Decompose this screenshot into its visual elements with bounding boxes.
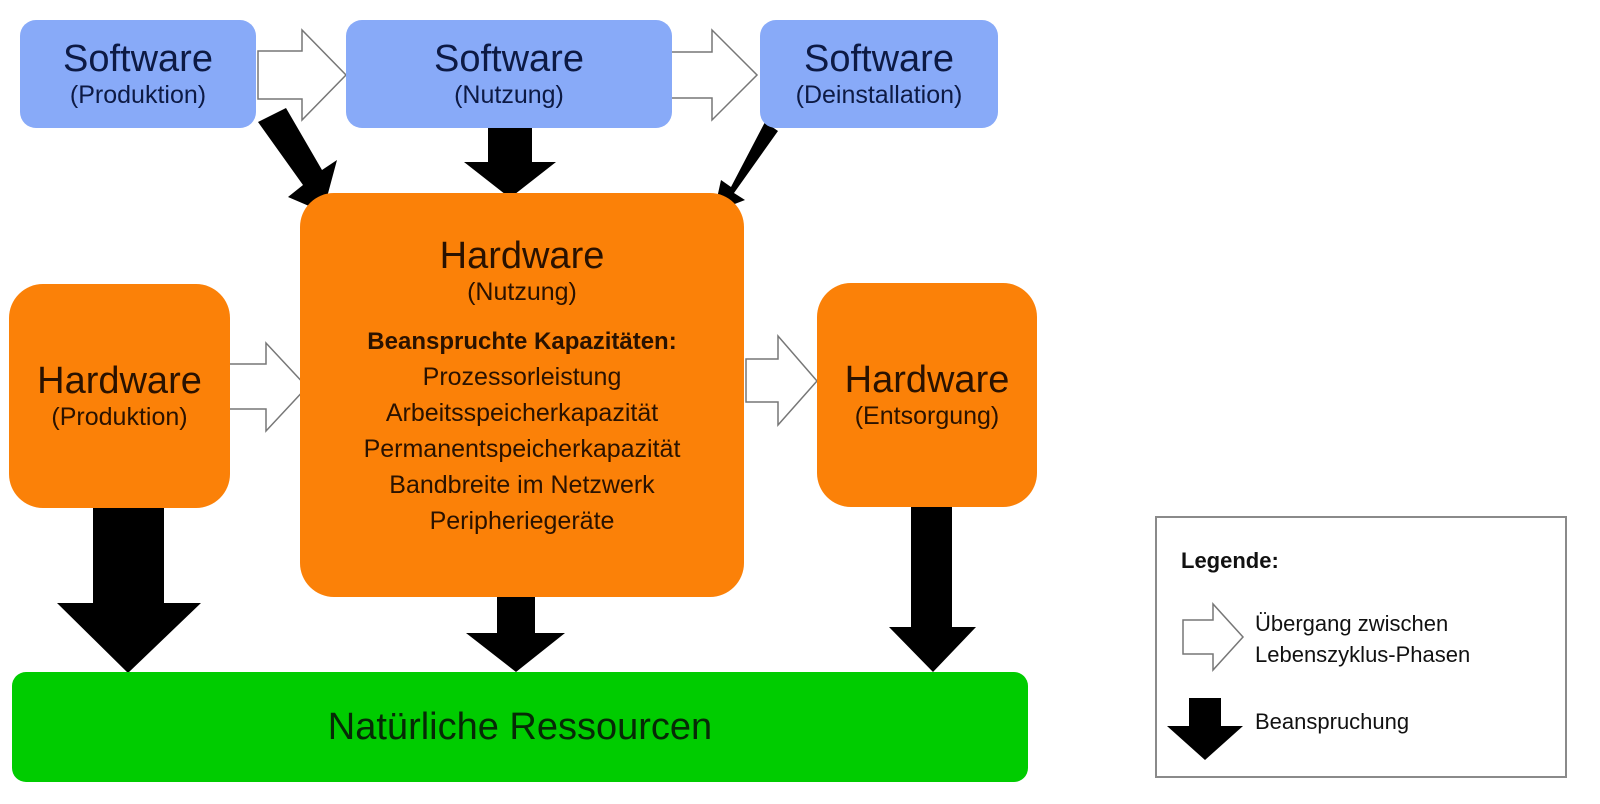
hardware-production-box: Hardware (Produktion)	[9, 284, 230, 508]
legend-transition-label: Übergang zwischen Lebenszyklus-Phasen	[1255, 608, 1470, 670]
legend-box: Legende: Übergang zwischen Lebenszyklus-…	[1155, 516, 1567, 778]
capacity-item: Arbeitsspeicherkapazität	[385, 399, 659, 427]
software-uninstall-phase: (Deinstallation)	[795, 81, 963, 109]
stress-arrow-sw-uninstall-to-hw-use	[714, 122, 778, 212]
stress-arrow-hw-disposal-to-resources	[889, 505, 976, 672]
capacity-item: Peripheriegeräte	[429, 507, 615, 535]
software-production-phase: (Produktion)	[69, 81, 207, 109]
transition-arrow-sw-prod-to-sw-use	[257, 28, 348, 122]
software-production-box: Software (Produktion)	[20, 20, 256, 128]
natural-resources-box: Natürliche Ressourcen	[12, 672, 1028, 782]
stress-arrow-hw-use-to-resources	[466, 597, 565, 672]
stress-arrow-sw-use-to-hw-use	[464, 128, 556, 198]
hardware-production-title: Hardware	[37, 360, 202, 402]
legend-transition-line2: Lebenszyklus-Phasen	[1255, 642, 1471, 667]
hardware-usage-title: Hardware	[439, 235, 605, 277]
software-usage-title: Software	[434, 38, 584, 80]
software-uninstall-title: Software	[804, 38, 954, 80]
natural-resources-label: Natürliche Ressourcen	[327, 705, 713, 748]
transition-arrow-sw-use-to-sw-uninstall	[670, 28, 759, 122]
software-production-title: Software	[63, 38, 213, 80]
hollow-right-arrow-icon	[1182, 602, 1245, 672]
software-usage-box: Software (Nutzung)	[346, 20, 672, 128]
capacity-item: Prozessorleistung	[422, 363, 622, 391]
transition-arrow-hw-use-to-hw-disposal	[745, 333, 818, 427]
stress-arrow-hw-prod-to-resources	[57, 508, 201, 673]
legend-title: Legende:	[1181, 548, 1279, 573]
hardware-usage-phase: (Nutzung)	[467, 278, 577, 306]
stress-arrow-sw-prod-to-hw-use	[258, 108, 337, 212]
solid-down-arrow-icon	[1167, 698, 1243, 760]
transition-arrow-hw-prod-to-hw-use	[228, 341, 309, 433]
software-uninstall-box: Software (Deinstallation)	[760, 20, 998, 128]
legend-transition-line1: Übergang zwischen	[1255, 611, 1449, 636]
hardware-disposal-box: Hardware (Entsorgung)	[817, 283, 1037, 507]
hardware-production-phase: (Produktion)	[51, 403, 188, 431]
legend-stress-label: Beanspruchung	[1255, 709, 1410, 734]
hardware-usage-box: Hardware (Nutzung) Beanspruchte Kapazitä…	[300, 193, 744, 597]
capacity-item: Permanentspeicherkapazität	[363, 435, 681, 463]
hardware-disposal-title: Hardware	[844, 359, 1010, 401]
capacity-item: Bandbreite im Netzwerk	[389, 471, 655, 499]
capacities-heading: Beanspruchte Kapazitäten:	[367, 328, 677, 355]
hardware-disposal-phase: (Entsorgung)	[854, 402, 1000, 430]
software-usage-phase: (Nutzung)	[454, 81, 564, 109]
